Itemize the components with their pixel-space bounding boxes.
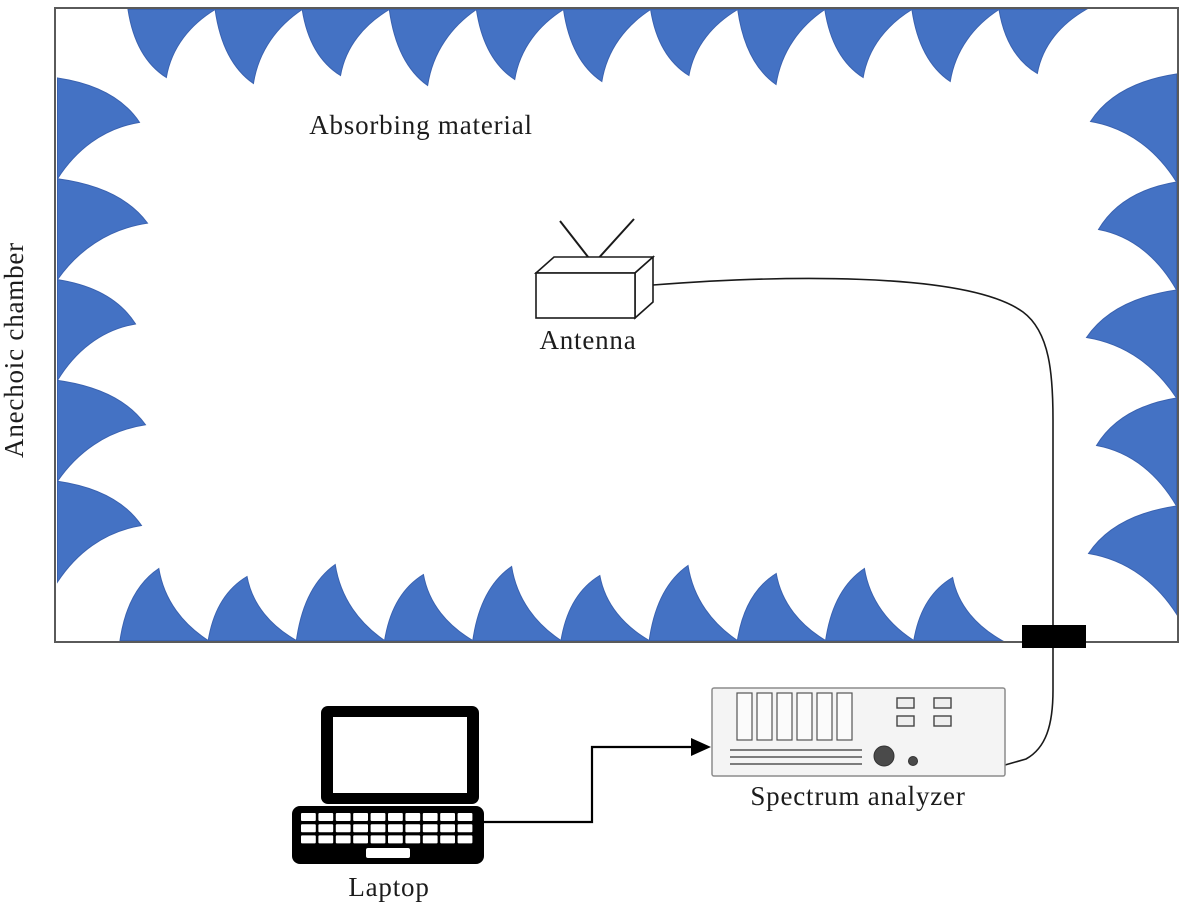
absorber-tooth: [562, 9, 653, 83]
laptop-key: [301, 835, 316, 844]
laptop-key: [388, 835, 403, 844]
absorber-tooth: [1085, 289, 1177, 400]
laptop-key: [422, 835, 438, 844]
absorber-top-row: [127, 9, 1088, 87]
laptop-key: [388, 824, 403, 833]
absorber-bottom-row: [119, 563, 1004, 641]
laptop-key: [422, 824, 438, 833]
analyzer-vent-slots: [736, 692, 853, 741]
laptop-key: [422, 813, 438, 821]
laptop-key: [405, 835, 421, 844]
absorber-tooth: [295, 563, 387, 641]
laptop-key: [388, 813, 403, 821]
antenna-box-front: [535, 272, 636, 319]
antenna-label: Antenna: [539, 325, 636, 355]
anechoic-chamber-label: Anechoic chamber: [0, 242, 29, 458]
absorber-tooth: [650, 9, 740, 77]
laptop-key: [370, 824, 386, 833]
absorber-tooth: [560, 574, 652, 641]
absorber-tooth: [1089, 73, 1177, 184]
absorber-tooth: [1087, 505, 1177, 616]
antenna-icon: [533, 218, 656, 320]
absorber-tooth: [57, 77, 141, 181]
antenna-box-top: [533, 256, 656, 274]
absorber-tooth: [119, 567, 210, 641]
laptop-key: [301, 824, 316, 833]
cable-feedthrough: [1022, 625, 1086, 648]
absorber-tooth: [388, 9, 479, 87]
absorber-tooth: [824, 9, 914, 79]
laptop-key: [335, 813, 351, 821]
arrow-line: [484, 745, 693, 824]
absorber-tooth: [384, 573, 475, 641]
absorber-tooth: [475, 9, 566, 81]
laptop-icon: [292, 706, 484, 864]
absorber-tooth: [736, 572, 828, 641]
absorber-tooth: [648, 564, 740, 641]
laptop-key: [440, 813, 455, 821]
absorber-tooth: [911, 9, 1001, 83]
anechoic-chamber-box: [54, 7, 1179, 643]
laptop-key: [318, 813, 334, 821]
analyzer-buttons: [896, 697, 952, 727]
connection-arrow: [484, 738, 711, 824]
absorber-tooth: [472, 565, 563, 641]
analyzer-knob: [873, 745, 895, 767]
laptop-key: [318, 835, 334, 844]
laptop-key: [370, 813, 386, 821]
laptop-key: [440, 835, 455, 844]
laptop-key: [405, 824, 421, 833]
laptop-screen: [333, 717, 467, 793]
laptop-key: [457, 835, 473, 844]
absorber-tooth: [1097, 181, 1177, 292]
laptop-keyboard: [301, 813, 473, 844]
absorber-tooth: [57, 480, 143, 584]
absorber-tooth: [57, 178, 149, 282]
laptop-key: [457, 813, 473, 821]
absorbing-material-label: Absorbing material: [309, 110, 533, 140]
absorber-tooth: [57, 379, 147, 483]
chamber-wall: [54, 7, 1179, 643]
laptop-key: [335, 824, 351, 833]
absorber-tooth: [737, 9, 827, 86]
laptop-key: [318, 824, 334, 833]
laptop-key: [353, 835, 368, 844]
arrow-head-icon: [691, 738, 711, 756]
absorber-tooth: [127, 9, 217, 79]
absorber-tooth: [1095, 397, 1177, 508]
laptop-trackpad: [366, 848, 410, 858]
absorber-tooth: [214, 9, 304, 85]
absorber-tooth: [825, 567, 916, 641]
laptop-key: [353, 824, 368, 833]
absorber-tooth: [913, 576, 1004, 641]
laptop-key: [457, 824, 473, 833]
laptop-key: [353, 813, 368, 821]
spectrum-analyzer-label: Spectrum analyzer: [750, 781, 965, 811]
antenna-cable: [652, 277, 1054, 766]
analyzer-small-knob: [908, 756, 918, 766]
absorber-right-column: [1085, 73, 1177, 616]
laptop-label: Laptop: [348, 872, 429, 902]
laptop-key: [370, 835, 386, 844]
laptop-key: [301, 813, 316, 821]
analyzer-body: [711, 687, 1006, 777]
absorber-tooth: [301, 9, 392, 77]
laptop-key: [405, 813, 421, 821]
spectrum-analyzer-icon: [711, 687, 1006, 777]
absorber-tooth: [207, 575, 299, 641]
laptop-key: [335, 835, 351, 844]
absorber-tooth: [57, 279, 137, 383]
laptop-key: [440, 824, 455, 833]
analyzer-grille-lines: [730, 749, 862, 765]
absorber-left-column: [57, 77, 149, 584]
absorber-tooth: [998, 9, 1088, 75]
